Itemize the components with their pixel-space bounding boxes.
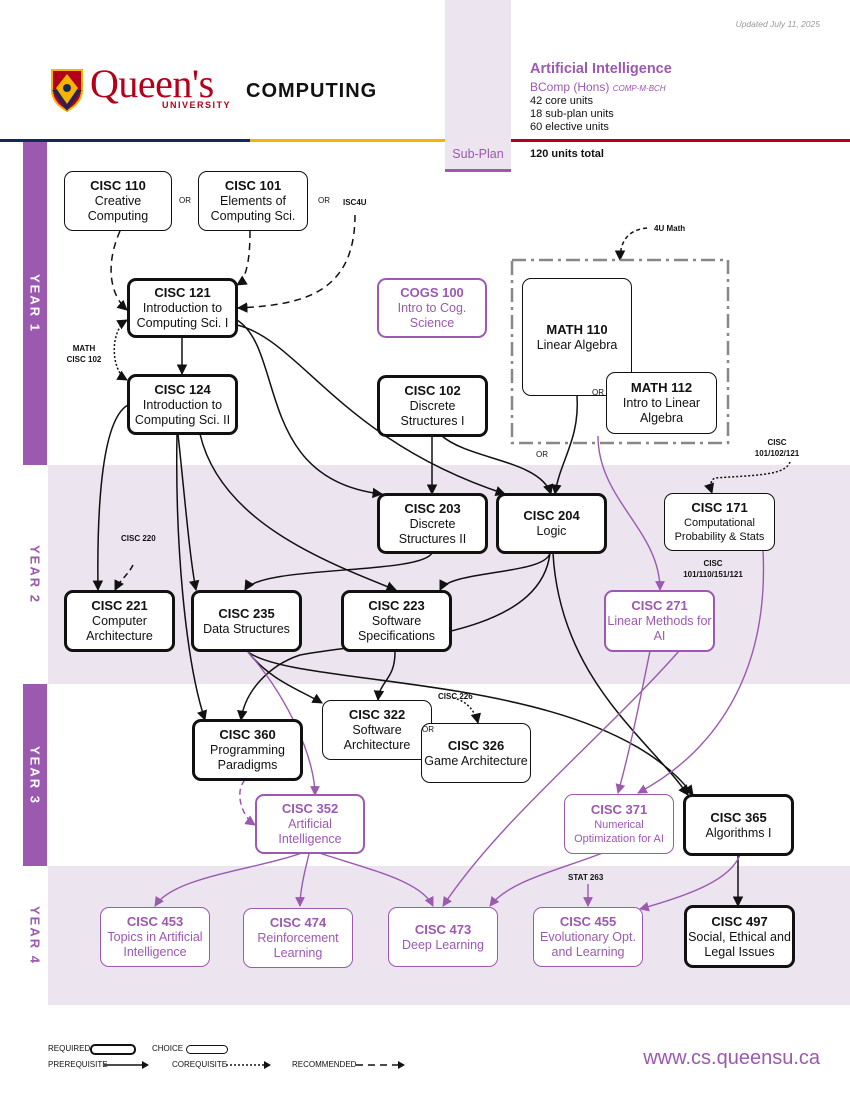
course-math110[interactable]: MATH 110 Linear Algebra [522,278,632,396]
year2-label: YEAR 2 [27,545,43,604]
course-cisc360[interactable]: CISC 360 Programming Paradigms [192,719,303,781]
course-cisc453[interactable]: CISC 453 Topics in Artificial Intelligen… [100,907,210,967]
course-cisc235[interactable]: CISC 235 Data Structures [191,590,302,652]
header-stripe-navy [0,139,250,142]
course-cisc352[interactable]: CISC 352 Artificial Intelligence [255,794,365,854]
footer-url[interactable]: www.cs.queensu.ca [643,1047,820,1069]
note-4u-math: 4U Math [654,224,686,233]
course-cisc271[interactable]: CISC 271 Linear Methods for AI [604,590,715,652]
plan-code: COMP-M-BCH [612,84,666,93]
course-cisc473[interactable]: CISC 473 Deep Learning [388,907,498,967]
year1-bar [23,142,47,465]
course-cisc371[interactable]: CISC 371 Numerical Optimization for AI [564,794,674,854]
course-cisc204[interactable]: CISC 204 Logic [496,493,607,554]
course-cisc101[interactable]: CISC 101 Elements of Computing Sci. [198,171,308,231]
total-units: 120 units total [530,148,604,160]
year4-label: YEAR 4 [27,906,43,965]
course-math112[interactable]: MATH 112 Intro to Linear Algebra [606,372,717,434]
course-cisc110[interactable]: CISC 110 Creative Computing [64,171,172,231]
year1-label: YEAR 1 [27,274,43,333]
note-isc4u: ISC4U [343,198,367,207]
note-stat263: STAT 263 [568,873,604,882]
plan-title: Artificial Intelligence [530,61,672,77]
legend-required-swatch [90,1044,136,1055]
legend-recommended-arrow [356,1061,405,1069]
course-cisc322[interactable]: CISC 322 Software Architecture [322,700,432,760]
note-cisc226: CISC 226 [438,692,473,701]
department-name: COMPUTING [246,80,378,102]
course-cisc124[interactable]: CISC 124 Introduction to Computing Sci. … [127,374,238,435]
legend-choice-swatch [186,1045,228,1054]
subplan-units: 18 sub-plan units [530,108,614,120]
header-stripe-gold [250,139,445,142]
subplan-column [445,0,511,172]
course-cisc223[interactable]: CISC 223 Software Specifications [341,590,452,652]
year3-bar [23,684,47,866]
note-cisc-101-102-121: CISC 101/102/121 [754,438,800,458]
legend-required-label: REQUIRED [48,1044,91,1053]
course-cogs100[interactable]: COGS 100 Intro to Cog. Science [377,278,487,338]
note-math-cisc102: MATH CISC 102 [66,344,102,364]
legend-prerequisite-arrow [104,1061,149,1069]
course-cisc171[interactable]: CISC 171 Computational Probability & Sta… [664,493,775,551]
university-logo[interactable]: Queen's UNIVERSITY [50,62,240,116]
or-label-arch: OR [422,725,434,734]
course-cisc497[interactable]: CISC 497 Social, Ethical and Legal Issue… [684,905,795,968]
legend-recommended-label: RECOMMENDED [292,1060,357,1069]
subplan-label: Sub-Plan [452,147,504,161]
legend-corequisite-arrow [226,1061,271,1069]
year3-label: YEAR 3 [27,745,43,805]
math-choice-group [510,258,730,445]
or-label-math: OR [592,388,604,397]
or-label-logic: OR [536,450,548,459]
course-cisc203[interactable]: CISC 203 Discrete Structures II [377,493,488,554]
legend: REQUIRED CHOICE PREREQUISITE COREQUISITE… [48,1044,448,1076]
legend-prerequisite-label: PREREQUISITE [48,1060,108,1069]
crest-icon [51,69,83,112]
university-name: Queen's [90,61,214,106]
note-cisc-101-110-151-121: CISC 101/110/151/121 [683,559,743,579]
course-cisc474[interactable]: CISC 474 Reinforcement Learning [243,908,353,968]
university-sub: UNIVERSITY [162,100,232,110]
or-label-1: OR [179,196,191,205]
elective-units: 60 elective units [530,121,609,133]
course-cisc221[interactable]: CISC 221 Computer Architecture [64,590,175,652]
header-stripe-red [511,139,850,142]
plan-degree: BComp (Hons) [530,80,610,94]
course-cisc365[interactable]: CISC 365 Algorithms I [683,794,794,856]
legend-corequisite-label: COREQUISITE [172,1060,228,1069]
plan-degree-line: BComp (Hons) COMP-M-BCH [530,80,666,94]
legend-choice-label: CHOICE [152,1044,184,1053]
course-cisc455[interactable]: CISC 455 Evolutionary Opt. and Learning [533,907,643,967]
core-units: 42 core units [530,95,593,107]
course-cisc121[interactable]: CISC 121 Introduction to Computing Sci. … [127,278,238,338]
note-cisc220: CISC 220 [121,534,156,543]
course-cisc326[interactable]: CISC 326 Game Architecture [421,723,531,783]
subplan-underline [445,169,511,172]
course-cisc102[interactable]: CISC 102 Discrete Structures I [377,375,488,437]
or-label-2: OR [318,196,330,205]
updated-date: Updated July 11, 2025 [735,19,820,29]
